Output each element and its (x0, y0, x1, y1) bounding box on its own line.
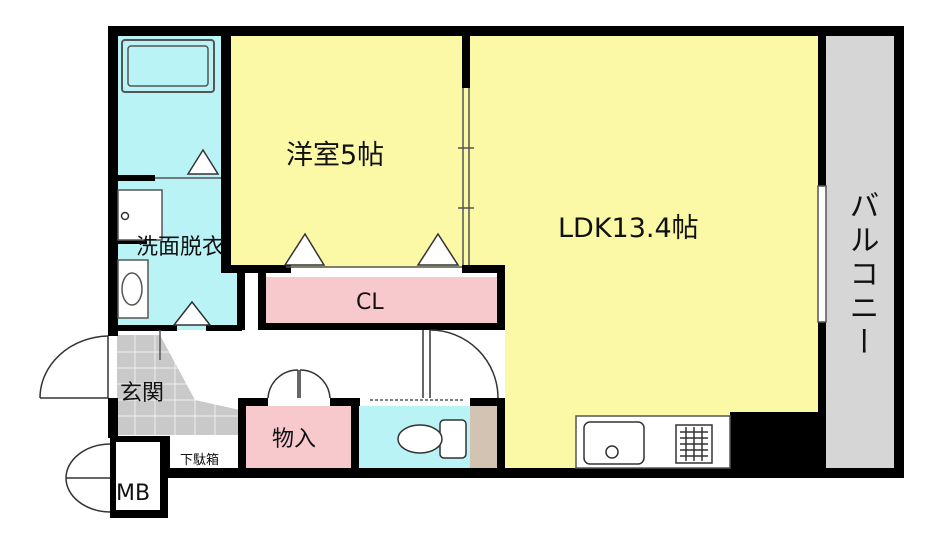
washroom-label: 洗面脱衣 (136, 235, 224, 260)
storage-area (246, 406, 351, 468)
shoe-box-area (170, 440, 238, 472)
washing-machine-icon (117, 189, 163, 241)
ldk-label: LDK13.4帖 (558, 213, 699, 244)
balcony-area (826, 36, 896, 468)
washbasin-icon (117, 259, 149, 319)
storage-door-icon (267, 369, 331, 399)
ldk-area (466, 36, 826, 268)
entrance-door-icon (39, 335, 109, 399)
balcony-window (817, 185, 827, 323)
door-markers (172, 148, 460, 326)
stove-icon (675, 424, 713, 464)
meter-box-label: MB (116, 481, 150, 506)
western-room (221, 36, 466, 268)
door-lines (155, 177, 462, 360)
hall-door-icon (422, 329, 499, 399)
toilet-tank-area (470, 406, 500, 468)
closet-label: CL (356, 290, 384, 315)
sink-icon (583, 421, 645, 465)
sliding-door (458, 88, 474, 265)
hall-floor (160, 335, 240, 410)
hallway-area (160, 330, 505, 410)
entrance-label: 玄関 (120, 381, 164, 406)
toilet-icon (370, 399, 467, 459)
balcony-label: バルコニー (844, 190, 879, 360)
meter-box-door-icon (65, 443, 111, 513)
western-room-label: 洋室5帖 (286, 140, 384, 171)
storage-label: 物入 (272, 427, 316, 452)
bathtub-icon (121, 39, 215, 93)
walls (108, 26, 904, 518)
meter-box-area (110, 470, 166, 510)
shoe-box-label: 下駄箱 (180, 452, 219, 468)
closet-area (266, 277, 500, 324)
